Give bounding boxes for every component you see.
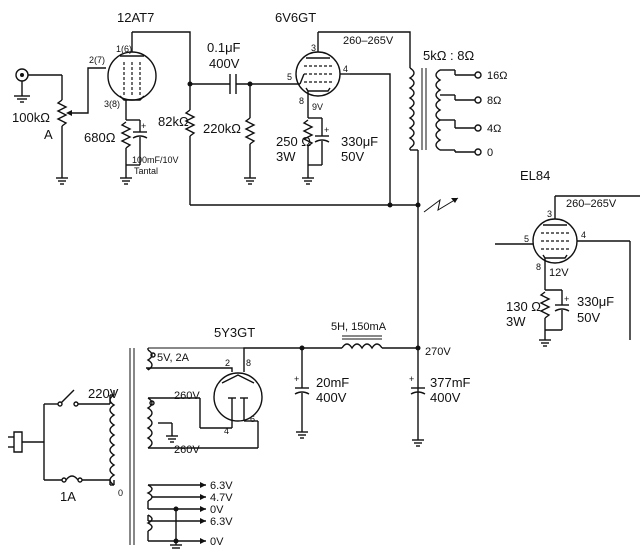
c-couple-label: 0.1μF — [207, 40, 241, 55]
coupling-cap: 0.1μF 400V — [207, 40, 300, 94]
v2-cathode-voltage: 9V — [312, 102, 323, 112]
svg-text:+: + — [294, 374, 299, 384]
c-cath3-label: 330μF — [577, 294, 614, 309]
b-plus-voltage: 270V — [425, 346, 451, 358]
tube-5y3gt-pin8: 8 — [246, 358, 251, 368]
tap-16: 16Ω — [487, 70, 507, 82]
heater-4v7: 4.7V — [210, 492, 233, 504]
pt-rect-fil-label: 5V, 2A — [157, 352, 190, 364]
tube-5y3gt-label: 5Y3GT — [214, 325, 255, 340]
heater-0v-a: 0V — [210, 504, 224, 516]
c-cath3-v-label: 50V — [577, 310, 600, 325]
v3-cathode-voltage: 12V — [549, 267, 569, 279]
tube-5y3gt-pin4: 4 — [224, 426, 229, 436]
tube-12at7: 12AT7 1(6) 2(7) 3(8) — [89, 10, 157, 118]
tube-6v6gt-pin4: 4 — [343, 64, 348, 74]
r-cath3-w-label: 3W — [506, 314, 526, 329]
r-cath2-label: 250 Ω — [276, 134, 311, 149]
input-jack — [14, 68, 62, 103]
heater-6v3-b: 6.3V — [210, 516, 233, 528]
resistor-82k: 82kΩ — [158, 109, 196, 205]
r-cath2-w-label: 3W — [276, 149, 296, 164]
cathode-network-3: + 130 Ω 3W 330μF 50V — [506, 280, 614, 347]
svg-text:+: + — [324, 125, 329, 135]
tap-4: 4Ω — [487, 123, 501, 135]
fuse-label: 1A — [60, 489, 76, 504]
break-symbol — [423, 197, 459, 213]
opt-ratio-label: 5kΩ : 8Ω — [423, 48, 475, 63]
svg-text:+: + — [409, 374, 414, 384]
resistor-220k: 220kΩ — [203, 84, 256, 185]
r-grid2-label: 220kΩ — [203, 121, 241, 136]
output-transformer: 5kΩ : 8Ω 16Ω 8Ω 4Ω 0 — [408, 48, 507, 159]
pot-taper-label: A — [44, 127, 53, 142]
pt-primary-0-label: 0 — [118, 488, 123, 498]
svg-text:+: + — [564, 294, 569, 304]
tube-6v6gt-pin8: 8 — [299, 96, 304, 106]
r-plate1-label: 82kΩ — [158, 114, 189, 129]
tube-12at7-pin-grid: 2(7) — [89, 55, 105, 65]
tube-el84-pin4: 4 — [581, 230, 586, 240]
tube-6v6gt-label: 6V6GT — [275, 10, 316, 25]
heater-0v-b: 0V — [210, 536, 224, 548]
tube-el84-pin5: 5 — [524, 234, 529, 244]
c-cath1-label: 100mF/10V — [132, 155, 179, 165]
volume-pot: 100kΩ A — [12, 67, 106, 185]
fuse — [65, 475, 79, 481]
filter-cap-2: + 377mF 400V — [409, 374, 471, 447]
tube-6v6gt-pin5: 5 — [287, 72, 292, 82]
c-cath2-label: 330μF — [341, 134, 378, 149]
tube-5y3gt-pin6: 6 — [250, 414, 255, 424]
v3-plate-voltage: 260–265V — [566, 198, 617, 210]
tube-el84-label: EL84 — [520, 168, 550, 183]
pot-value-label: 100kΩ — [12, 110, 50, 125]
c-filt2-v-label: 400V — [430, 390, 461, 405]
mains-input: 1A — [8, 389, 114, 504]
tap-8: 8Ω — [487, 95, 501, 107]
c-filt1-label: 20mF — [316, 375, 349, 390]
pt-hv1-label: 260V — [174, 390, 200, 402]
c-filt2-label: 377mF — [430, 375, 471, 390]
r-cath1-label: 680Ω — [84, 130, 116, 145]
heater-6v3-a: 6.3V — [210, 480, 233, 492]
tube-12at7-label: 12AT7 — [117, 10, 154, 25]
tap-0: 0 — [487, 147, 493, 159]
tube-el84-pin8: 8 — [536, 262, 541, 272]
choke-label: 5H, 150mA — [331, 321, 387, 333]
c-couple-v-label: 400V — [209, 56, 240, 71]
tube-6v6gt: 6V6GT 3 4 5 8 9V — [275, 10, 350, 112]
c-filt1-v-label: 400V — [316, 390, 347, 405]
tube-12at7-pin-cathode: 3(8) — [104, 99, 120, 109]
tube-5y3gt-pin2: 2 — [225, 358, 230, 368]
r-cath3-label: 130 Ω — [506, 299, 541, 314]
tube-el84-pin3: 3 — [547, 209, 552, 219]
c-cath2-v-label: 50V — [341, 149, 364, 164]
choke: 5H, 150mA — [331, 321, 418, 350]
svg-text:+: + — [141, 121, 146, 131]
cathode-network-1: + 680Ω 100mF/10V Tantal — [84, 118, 179, 185]
tube-5y3gt: 5Y3GT 2 8 4 6 — [213, 325, 263, 436]
c-cath1-type-label: Tantal — [134, 166, 158, 176]
tube-12at7-pin-plate: 1(6) — [116, 44, 132, 54]
pt-primary-label: 220V — [88, 386, 119, 401]
cathode-network-2: + 250 Ω 3W 330μF 50V — [276, 108, 378, 185]
pt-hv2-label: 260V — [174, 444, 200, 456]
v2-plate-voltage: 260–265V — [343, 35, 394, 47]
tube-el84: EL84 3 4 5 8 12V 260–265V — [495, 168, 640, 340]
tube-6v6gt-pin3: 3 — [311, 43, 316, 53]
power-switch — [60, 389, 75, 404]
filter-cap-1: + 20mF 400V — [294, 348, 349, 439]
power-transformer: 220V 0 5V, 2A 260V 260V — [88, 347, 259, 549]
